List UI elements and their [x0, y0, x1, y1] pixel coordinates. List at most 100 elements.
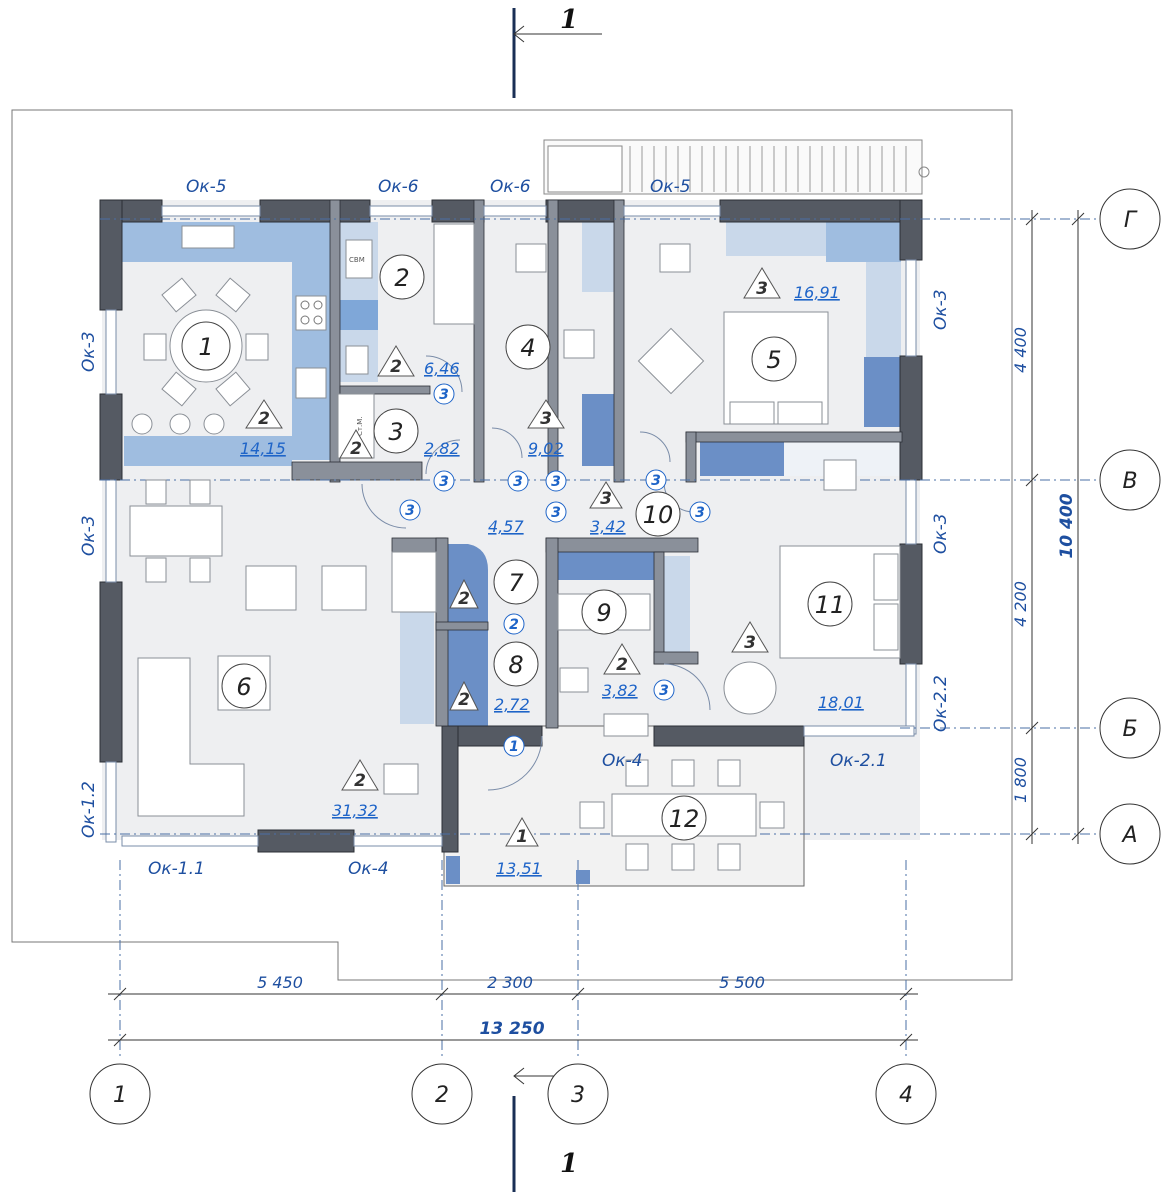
room-3-number: 3 [388, 418, 403, 446]
room-9-area: 3,82 [602, 681, 638, 700]
bathroom-fixtures: СВМ Ст.М. [337, 223, 475, 459]
section-label-bottom: 1 [560, 1149, 578, 1179]
room-7-area: 4,57 [488, 517, 524, 536]
window-bottom-3: Ок-4 [602, 751, 643, 771]
dim-right-3: 1 800 [1011, 757, 1030, 803]
room-12-area: 13,51 [496, 859, 542, 878]
room-numbers: 1 2 3 4 5 6 7 8 9 10 11 12 [181, 254, 853, 841]
room-9-finish: 2 [616, 655, 628, 675]
room-2-finish: 2 [390, 357, 402, 377]
room-3-finish: 2 [350, 439, 362, 459]
room-11-area: 18,01 [818, 693, 864, 712]
window-right-1: Ок-3 [931, 289, 951, 330]
window-bottom-1: Ок-1.1 [148, 859, 205, 879]
door-mark-4: 3 [513, 474, 523, 490]
room-12-number: 12 [669, 805, 700, 833]
dim-right-total: 10 400 [1057, 493, 1077, 558]
room-1-number: 1 [198, 333, 213, 361]
room-1-area: 14,15 [240, 439, 286, 458]
window-top-4: Ок-5 [650, 177, 691, 197]
axis-column-4: 4 [899, 1083, 913, 1108]
door-mark-1: 3 [439, 387, 449, 403]
room-11-finish: 3 [744, 633, 756, 653]
window-left-2: Ок-3 [79, 515, 99, 556]
door-mark-10: 2 [509, 617, 519, 633]
window-left-1: Ок-3 [79, 331, 99, 372]
dimension-lines [108, 210, 1085, 1047]
room-6-number: 6 [236, 673, 251, 701]
window-right-2: Ок-3 [931, 513, 951, 554]
window-bottom-2: Ок-4 [348, 859, 389, 879]
door-swings [361, 355, 711, 791]
door-mark-7: 3 [651, 473, 661, 489]
axis-column-3: 3 [571, 1083, 585, 1108]
window-bottom-4: Ок-2.1 [830, 751, 887, 771]
finish-marks: 2 2 2 3 3 2 2 2 3 3 1 2 2 [258, 279, 768, 847]
room-7-number: 7 [508, 569, 524, 597]
room-11-number: 11 [815, 591, 846, 619]
room-5-number: 5 [766, 346, 781, 374]
door-mark-5: 3 [551, 474, 561, 490]
axis-row-a: А [1120, 823, 1137, 848]
room-6-area: 31,32 [332, 801, 378, 820]
door-mark-labels: 3 3 3 3 3 3 3 3 3 2 1 [405, 387, 705, 755]
cabinet-label: Ст.М. [356, 417, 364, 436]
room-8-area: 2,72 [494, 695, 530, 714]
washer-label: СВМ [349, 256, 365, 264]
site-outline [11, 109, 1013, 981]
room-2-area: 6,46 [424, 359, 460, 378]
room-6-finish: 2 [354, 771, 366, 791]
finish-triangles [245, 267, 781, 847]
room-8-number: 8 [508, 651, 523, 679]
dim-right-1: 4 400 [1011, 327, 1030, 373]
door-mark-2: 3 [439, 474, 449, 490]
window-top-3: Ок-6 [490, 177, 531, 197]
axis-column-1: 1 [113, 1083, 127, 1108]
dimension-labels: 5 450 2 300 5 500 13 250 4 400 4 200 1 8… [257, 327, 1077, 1039]
dim-right-2: 4 200 [1011, 581, 1030, 627]
axis-row-v: В [1122, 469, 1137, 494]
section-label-top: 1 [560, 5, 578, 35]
room-1-finish: 2 [258, 409, 270, 429]
window-right-3: Ок-2.2 [931, 675, 951, 732]
room-10-number: 10 [643, 501, 674, 529]
window-top-2: Ок-6 [378, 177, 419, 197]
room-9-number: 9 [596, 599, 611, 627]
door-mark-11: 1 [509, 739, 519, 755]
room-8-finish: 2 [458, 690, 470, 710]
window-top-1: Ок-5 [186, 177, 227, 197]
room-4-number: 4 [520, 334, 535, 362]
kitchen-counter [131, 225, 327, 435]
room-10-finish: 3 [600, 489, 612, 509]
axis-column-2: 2 [435, 1083, 449, 1108]
room-4-finish: 3 [540, 409, 552, 429]
door-mark-8: 3 [695, 505, 705, 521]
section-mark-top [512, 8, 602, 98]
room-2-number: 2 [394, 264, 409, 292]
study-furniture [515, 243, 691, 359]
interior-walls [291, 199, 903, 729]
room-4-area: 9,02 [528, 439, 564, 458]
porch-stairs [543, 139, 930, 195]
window-labels: Ок-5 Ок-6 Ок-6 Ок-5 Ок-3 Ок-3 Ок-1.2 Ок-… [79, 177, 951, 879]
axis-row-b: Б [1122, 717, 1137, 742]
door-marks [399, 383, 711, 757]
door-mark-6: 3 [551, 505, 561, 521]
axis-row-g: Г [1124, 208, 1138, 233]
door-mark-9: 3 [659, 683, 669, 699]
room-5-finish: 3 [756, 279, 768, 299]
axis-bubbles: 1 2 3 4 Г В Б А [89, 188, 1161, 1125]
axis-grid [100, 218, 1100, 1060]
dim-bottom-total: 13 250 [479, 1019, 544, 1039]
room-5-area: 16,91 [794, 283, 840, 302]
window-left-3: Ок-1.2 [79, 781, 99, 838]
dim-bottom-2: 2 300 [487, 973, 533, 992]
dim-bottom-3: 5 500 [719, 973, 765, 992]
dim-bottom-1: 5 450 [257, 973, 303, 992]
room-10-area: 3,42 [590, 517, 626, 536]
window-frames [105, 205, 917, 847]
corridor-finish-a: 2 [458, 589, 470, 609]
bedroom-5-furniture [637, 311, 857, 491]
door-mark-3: 3 [405, 503, 415, 519]
